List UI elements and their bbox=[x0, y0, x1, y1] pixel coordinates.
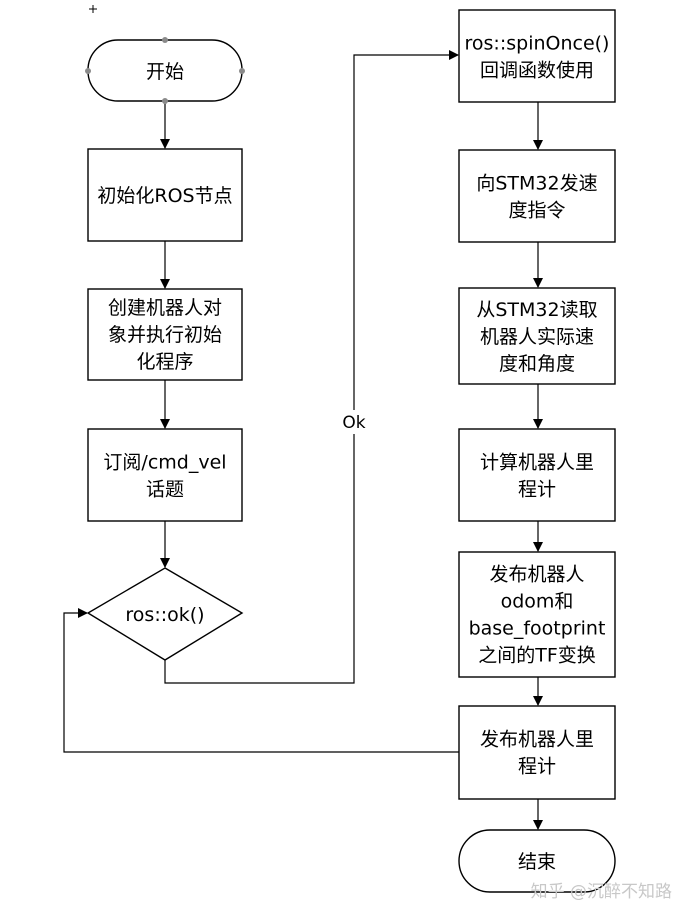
node-send-cmd-text: 向STM32发速度指令 bbox=[476, 173, 597, 222]
node-label-line: 机器人实际速 bbox=[480, 326, 594, 348]
node-read-stm: 从STM32读取机器人实际速度和角度 bbox=[458, 287, 616, 385]
edge-label-ok-text: Ok bbox=[342, 413, 365, 433]
handle-dot-icon bbox=[162, 98, 168, 104]
cross-mark-icon bbox=[89, 5, 97, 13]
node-init-ros-text: 初始化ROS节点 bbox=[97, 185, 232, 207]
node-label-line: base_footprint bbox=[469, 618, 606, 640]
node-label-line: odom和 bbox=[501, 591, 574, 613]
node-publish-tf-text: 发布机器人 odom和 base_footprint 之间的TF变换 bbox=[469, 564, 606, 667]
node-label-line: 程计 bbox=[518, 479, 556, 501]
node-init-ros: 初始化ROS节点 bbox=[87, 148, 243, 242]
edges bbox=[63, 50, 543, 830]
node-compute-odom-text: 计算机器人里程计 bbox=[480, 452, 594, 501]
node-spin-once-text: ros::spinOnce()回调函数使用 bbox=[465, 33, 610, 82]
node-ros-ok-decision: ros::ok() bbox=[86, 567, 244, 661]
handle-dot-icon bbox=[85, 68, 91, 74]
node-label-line: 开始 bbox=[146, 61, 184, 83]
node-label-line: 初始化ROS节点 bbox=[97, 185, 232, 207]
node-subscribe: 订阅/cmd_vel 话题 bbox=[87, 428, 243, 522]
node-label-line: 之间的TF变换 bbox=[478, 645, 596, 667]
node-label-line: 订阅/cmd_vel bbox=[103, 452, 226, 474]
node-label-line: 化程序 bbox=[136, 351, 193, 373]
node-create-robot: 创建机器人对象并执行初始化程序 bbox=[87, 288, 243, 381]
node-start: 开始 bbox=[85, 37, 245, 104]
watermark: 知乎 @沉醉不知路 bbox=[531, 882, 672, 902]
node-label-line: 象并执行初始 bbox=[108, 324, 222, 346]
node-label-line: 创建机器人对 bbox=[108, 297, 222, 319]
node-label-line: 程计 bbox=[518, 756, 556, 778]
edge-publishodom-rosok-loop bbox=[63, 608, 459, 753]
node-subscribe-text: 订阅/cmd_vel 话题 bbox=[103, 452, 226, 501]
node-create-robot-text: 创建机器人对象并执行初始化程序 bbox=[108, 297, 222, 373]
node-spin-once: ros::spinOnce()回调函数使用 bbox=[458, 9, 616, 103]
node-read-stm-text: 从STM32读取机器人实际速度和角度 bbox=[476, 299, 597, 375]
node-publish-odom-text: 发布机器人里程计 bbox=[480, 729, 594, 778]
node-label-line: 从STM32读取 bbox=[476, 299, 597, 321]
node-compute-odom: 计算机器人里程计 bbox=[458, 428, 616, 522]
node-send-cmd: 向STM32发速度指令 bbox=[458, 149, 616, 243]
node-label-line: 回调函数使用 bbox=[480, 60, 594, 82]
edge-rosok-spinonce bbox=[164, 50, 459, 684]
node-label-line: 计算机器人里 bbox=[480, 452, 594, 474]
node-label-line: 话题 bbox=[146, 479, 184, 501]
handle-dot-icon bbox=[239, 68, 245, 74]
node-start-text: 开始 bbox=[146, 61, 184, 83]
node-publish-odom: 发布机器人里程计 bbox=[458, 705, 616, 800]
node-publish-tf: 发布机器人 odom和 base_footprint 之间的TF变换 bbox=[458, 551, 616, 678]
node-label-line: 向STM32发速 bbox=[476, 173, 597, 195]
node-label-line: 度指令 bbox=[508, 200, 565, 222]
node-label-line: ros::ok() bbox=[125, 604, 204, 626]
node-label-line: 度和角度 bbox=[499, 353, 575, 375]
node-label-line: 发布机器人里 bbox=[480, 729, 594, 751]
node-end: 结束 bbox=[458, 829, 616, 893]
node-ros-ok-text: ros::ok() bbox=[125, 604, 204, 626]
node-label-line: 结束 bbox=[518, 851, 556, 873]
node-label-line: ros::spinOnce() bbox=[465, 33, 610, 55]
edge-label-ok: Ok bbox=[338, 410, 370, 434]
node-label-line: 发布机器人 bbox=[489, 564, 584, 586]
handle-dot-icon bbox=[162, 37, 168, 43]
node-end-text: 结束 bbox=[518, 851, 556, 873]
